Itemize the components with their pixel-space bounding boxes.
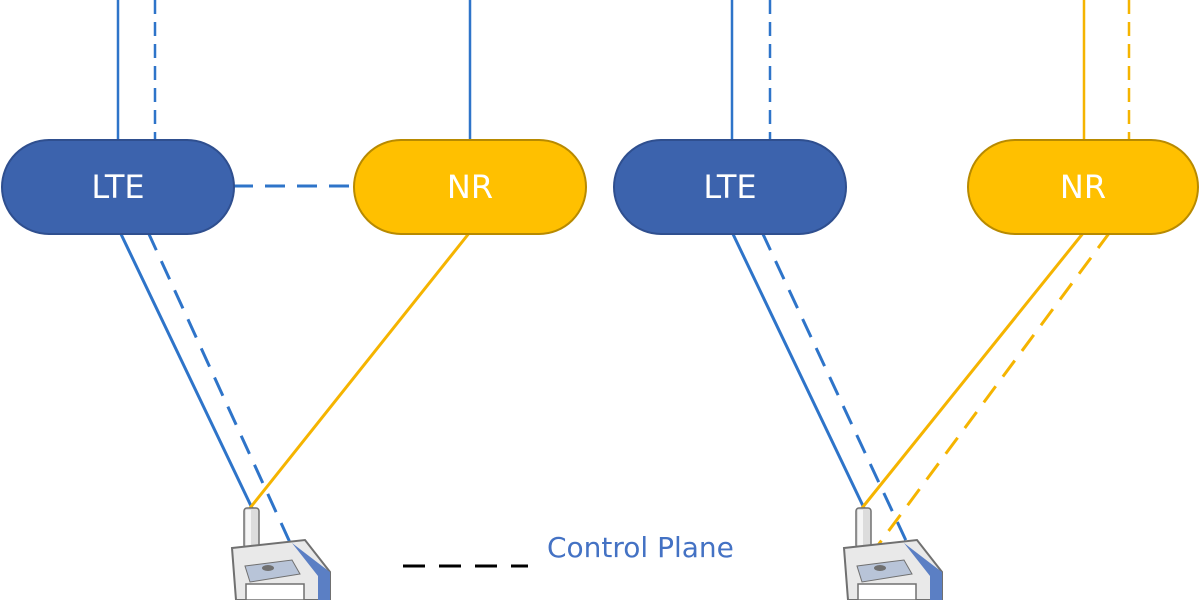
- right-lte-node: LTE: [613, 139, 847, 235]
- right-nr-control-radio-link: [868, 231, 1112, 557]
- right-lte-user-radio-link: [730, 231, 866, 509]
- left-lte-node: LTE: [1, 139, 235, 235]
- left-lte-node-label: LTE: [91, 168, 144, 206]
- left-nr-node-label: NR: [447, 168, 493, 206]
- legend-control-plane-label: Control Plane: [547, 531, 734, 564]
- left-lte-user-radio-link: [118, 231, 254, 509]
- left-nr-user-radio-link: [248, 231, 472, 509]
- right-nr-node: NR: [967, 139, 1199, 235]
- left-phone-icon: [230, 507, 331, 600]
- right-lte-control-radio-link: [760, 231, 918, 563]
- legend: Control Plane: [403, 531, 734, 568]
- right-phone-icon: [842, 507, 943, 600]
- right-nr-node-label: NR: [1060, 168, 1106, 206]
- right-lte-node-label: LTE: [703, 168, 756, 206]
- left-nr-node: NR: [353, 139, 587, 235]
- right-nr-user-radio-link: [860, 231, 1086, 509]
- left-lte-control-radio-link: [146, 231, 300, 561]
- right-diagram: LTE NR: [613, 0, 1199, 600]
- left-diagram: LTE NR: [1, 0, 587, 600]
